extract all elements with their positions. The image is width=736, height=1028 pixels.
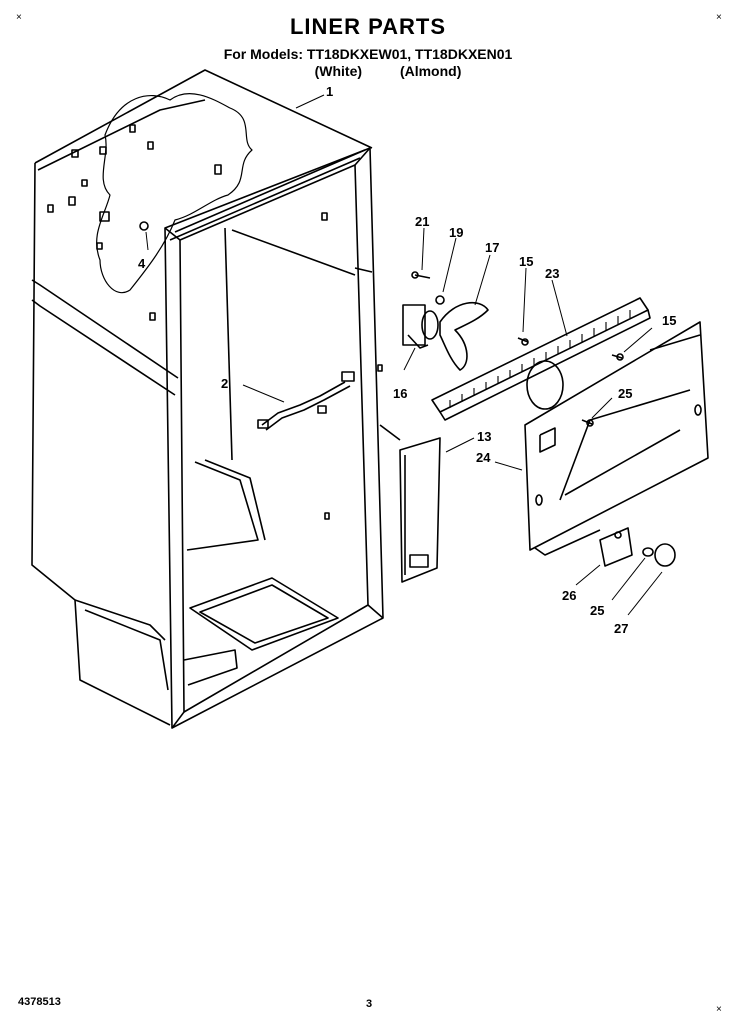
document-number: 4378513 [18, 996, 61, 1008]
callout-25-upper: 25 [618, 386, 632, 401]
callout-21: 21 [415, 214, 429, 229]
color-almond: (Almond) [399, 63, 462, 79]
wire-harness [257, 371, 355, 431]
callout-17: 17 [485, 240, 499, 255]
callout-16: 16 [393, 386, 407, 401]
models-line: For Models: TT18DKXEW01, TT18DKXEN01 [223, 46, 513, 62]
leader-lines [145, 94, 663, 616]
page-number: 3 [366, 998, 373, 1010]
evaporator-grille [431, 297, 709, 556]
callout-4: 4 [138, 256, 146, 271]
callout-1: 1 [326, 84, 333, 99]
callout-25-lower: 25 [590, 603, 604, 618]
registration-mark: × [716, 1004, 722, 1015]
control-knob-assembly [599, 527, 676, 567]
registration-mark: × [716, 12, 722, 23]
callout-24: 24 [476, 450, 491, 465]
callout-2: 2 [221, 376, 228, 391]
callout-19: 19 [449, 225, 463, 240]
color-line: (White) (Almond) [0, 63, 736, 79]
liner-cabinet [31, 69, 384, 729]
callout-26: 26 [562, 588, 576, 603]
page-title: LINER PARTS [289, 14, 447, 39]
callout-27: 27 [614, 621, 628, 636]
color-white: (White) [314, 63, 363, 79]
fan-motor-assembly [402, 271, 489, 371]
registration-mark: × [16, 12, 22, 23]
air-duct-cover [379, 424, 441, 583]
callout-labels: 1 4 2 13 24 21 19 17 15 23 15 25 16 26 2… [138, 84, 676, 636]
callout-15-right: 15 [662, 313, 676, 328]
callout-15-top: 15 [519, 254, 533, 269]
callout-23: 23 [545, 266, 559, 281]
screws [517, 337, 624, 427]
callout-13: 13 [477, 429, 491, 444]
